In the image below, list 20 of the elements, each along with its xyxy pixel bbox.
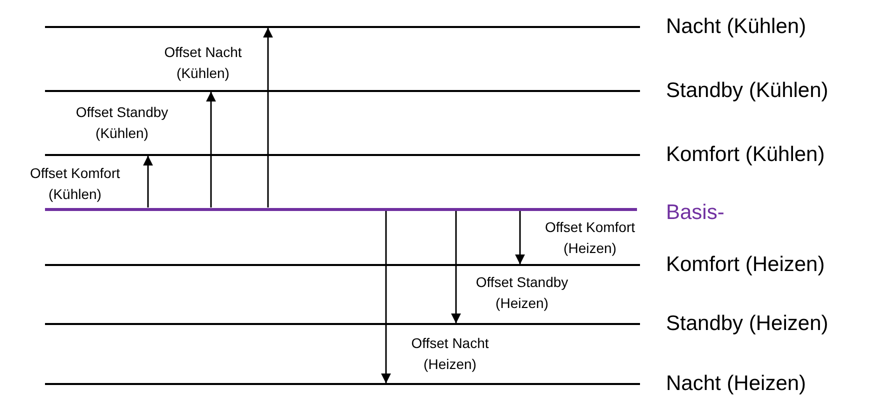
arrow — [206, 92, 216, 208]
level-label: Komfort (Heizen) — [666, 253, 825, 277]
level-line — [45, 383, 640, 385]
level-line — [45, 90, 640, 92]
base-line — [45, 208, 637, 210]
level-label: Standby (Heizen) — [666, 312, 828, 336]
arrow — [263, 28, 273, 208]
arrow — [451, 210, 461, 324]
arrow — [143, 156, 153, 208]
level-label: Nacht (Kühlen) — [666, 15, 806, 39]
level-label: Komfort (Kühlen) — [666, 143, 825, 167]
level-label: Basis- — [666, 201, 724, 225]
level-line — [45, 323, 640, 325]
level-label: Nacht (Heizen) — [666, 372, 806, 396]
level-label: Standby (Kühlen) — [666, 79, 828, 103]
level-line — [45, 264, 640, 266]
level-line — [45, 154, 640, 156]
arrow — [381, 210, 391, 384]
arrow — [515, 210, 525, 264]
level-line — [45, 26, 640, 28]
